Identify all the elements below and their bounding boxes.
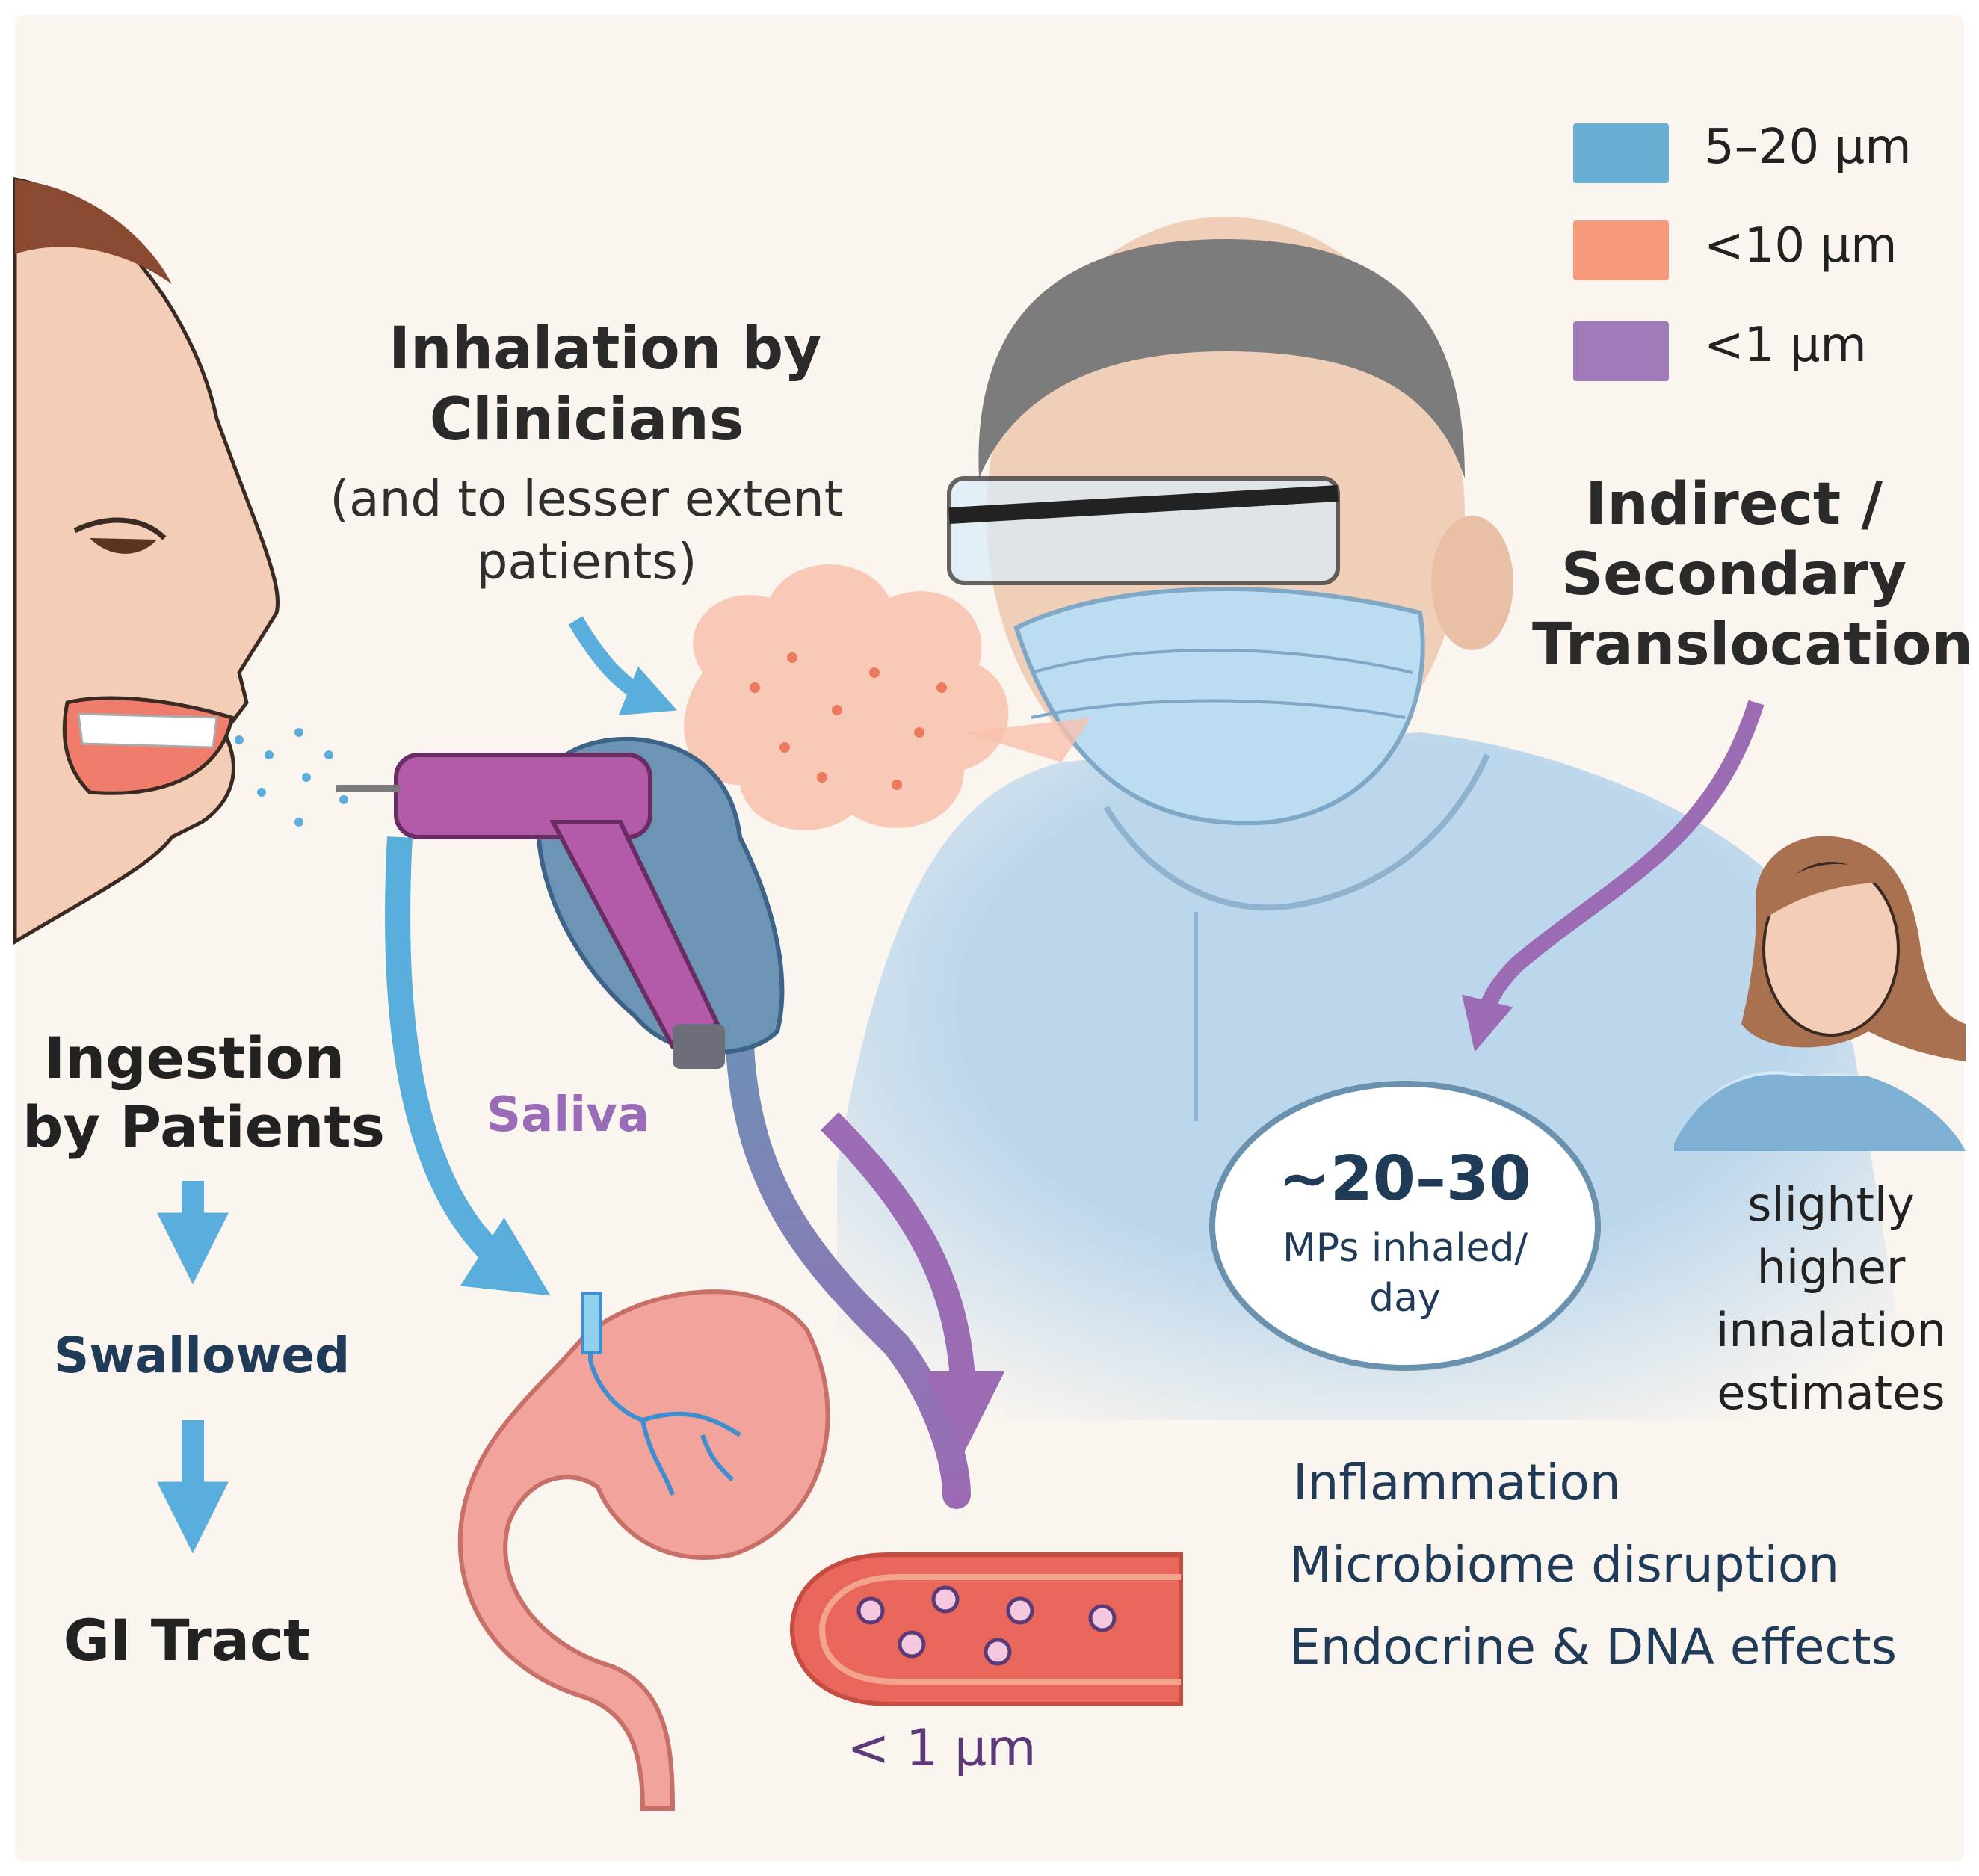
patient-note-line4: estimates [1717,1366,1945,1420]
legend-swatch-blue [1573,123,1669,183]
indirect-line3: Translocation [1532,611,1974,679]
particle-size-label: < 1 µm [847,1719,1037,1778]
legend-label-lt1: <1 µm [1704,318,1867,373]
ingestion-title-line2: by Patients [22,1093,385,1160]
inhalation-arrow [568,616,678,715]
ingestion-title-line1: Ingestion [43,1025,345,1091]
inhalation-title-line2: Clinicians [429,386,744,454]
estimate-unit-line2: day [1369,1276,1441,1321]
legend-swatch-purple [1573,321,1669,381]
patient-note-line2: higher [1756,1240,1906,1295]
estimate-unit-line1: MPs inhaled/ [1282,1226,1528,1271]
inhalation-subtitle-line1: (and to lesser extent [330,470,844,528]
spray-droplets [235,728,348,827]
patient-figure-right [1674,836,1966,1151]
clinician-figure [837,217,1913,1420]
indirect-line1: Indirect / [1585,471,1883,538]
estimate-value: ~20–30 [1279,1144,1531,1215]
legend-label-5-20: 5–20 µm [1704,120,1912,175]
saliva-label: Saliva [486,1087,650,1143]
stomach [457,1289,830,1811]
patient-note-line3: innalation [1716,1303,1946,1357]
legend-label-lt10: <10 µm [1704,218,1898,274]
effect-microbiome: Microbiome disruption [1289,1536,1840,1593]
estimate-bubble [1209,1081,1601,1371]
inhalation-subtitle-line2: patients) [476,533,697,590]
effect-endocrine-dna: Endocrine & DNA effects [1289,1618,1897,1676]
saliva-arrow [385,836,551,1296]
gi-tract-label: GI Tract [63,1607,311,1673]
effect-inflammation: Inflammation [1293,1454,1621,1511]
translocation-to-blood-arrow [820,1111,1005,1453]
legend-swatch-orange [1573,220,1669,280]
indirect-translocation-arrow [1462,700,1765,1052]
patient-note-line1: slightly [1747,1177,1915,1232]
aerosol-cloud [684,564,1091,830]
inhalation-title-line1: Inhalation by [389,315,822,383]
indirect-line2: Secondary [1560,541,1907,608]
swallowed-label: Swallowed [53,1327,351,1384]
blood-vessel [789,1552,1183,1706]
patient-face [13,177,280,945]
